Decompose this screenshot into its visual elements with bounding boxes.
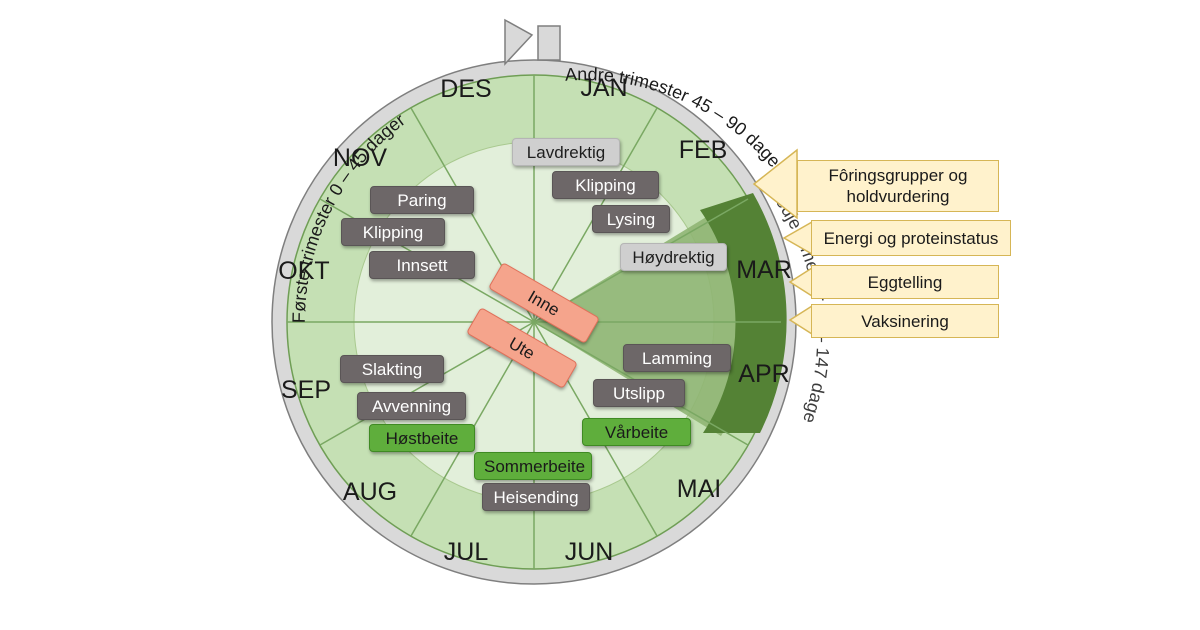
- month-label-apr: APR: [738, 360, 789, 388]
- tag-hostbeite: Høstbeite: [369, 424, 475, 452]
- month-label-jan: JAN: [580, 74, 627, 102]
- month-label-mai: MAI: [677, 475, 721, 503]
- tag-innsett: Innsett: [369, 251, 475, 279]
- note-vaksinering: Vaksinering: [811, 304, 999, 338]
- month-label-mar: MAR: [736, 256, 792, 284]
- first-trimester-arrow: [504, 18, 534, 66]
- month-label-feb: FEB: [679, 136, 728, 164]
- tag-lysing: Lysing: [592, 205, 670, 233]
- tag-lavdrektig: Lavdrektig: [512, 138, 620, 166]
- tag-avvenning: Avvenning: [357, 392, 466, 420]
- tag-utslipp: Utslipp: [593, 379, 685, 407]
- mar-apr-sector: [700, 193, 787, 433]
- tag-slakting: Slakting: [340, 355, 444, 383]
- tag-hoydrektig: Høydrektig: [620, 243, 727, 271]
- month-label-okt: OKT: [278, 257, 329, 285]
- tag-sommerbeite: Sommerbeite: [474, 452, 592, 480]
- note-foringsgrupper: Fôringsgrupper og holdvurdering: [797, 160, 999, 212]
- tag-heisending: Heisending: [482, 483, 590, 511]
- tag-klipping-spring: Klipping: [552, 171, 659, 199]
- tag-lamming: Lamming: [623, 344, 731, 372]
- tag-varbeite: Vårbeite: [582, 418, 691, 446]
- tag-klipping-autumn: Klipping: [341, 218, 445, 246]
- note-energi-protein: Energi og proteinstatus: [811, 220, 1011, 256]
- note-eggtelling: Eggtelling: [811, 265, 999, 299]
- month-label-jun: JUN: [565, 538, 614, 566]
- month-label-aug: AUG: [343, 478, 397, 506]
- month-label-jul: JUL: [444, 538, 489, 566]
- tag-paring: Paring: [370, 186, 474, 214]
- month-label-sep: SEP: [281, 376, 331, 404]
- month-label-nov: NOV: [333, 144, 388, 172]
- month-label-des: DES: [440, 75, 491, 103]
- second-trimester-arrow: [537, 25, 561, 61]
